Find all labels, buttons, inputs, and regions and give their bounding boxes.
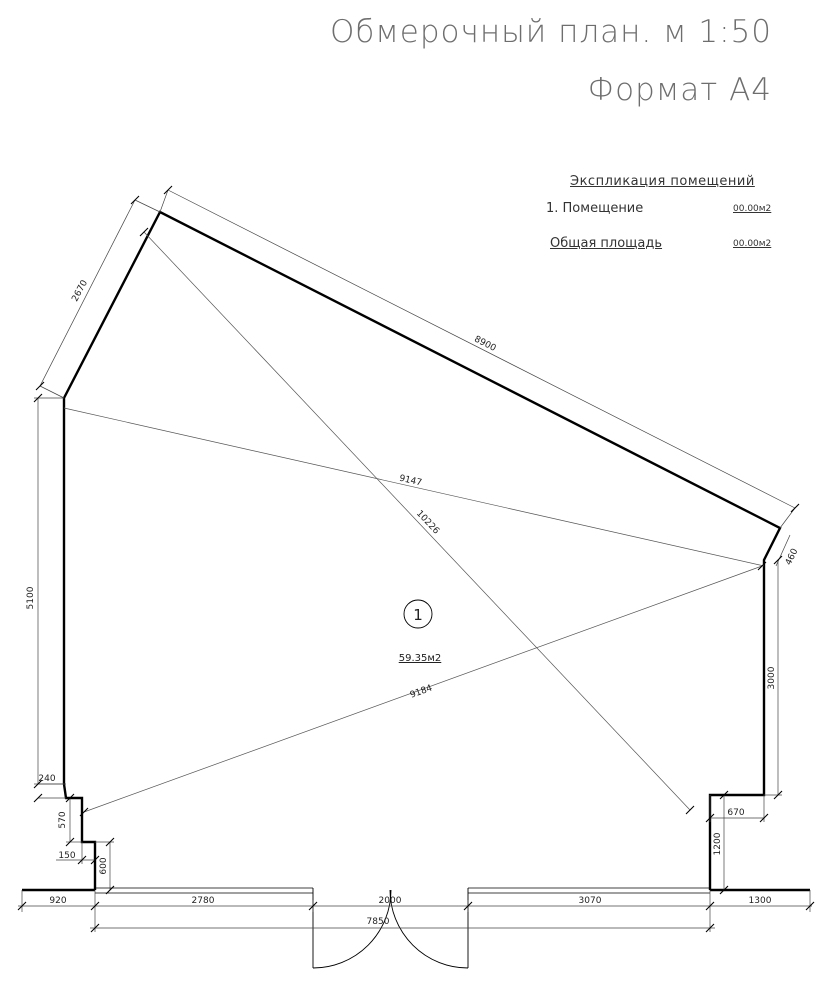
dim-wall-top-left: 2670 <box>70 278 90 303</box>
dim-bottom-total: 7850 <box>367 917 390 927</box>
dim-step-left-height-2: 600 <box>99 857 109 874</box>
dim-step-left-height-1: 570 <box>58 811 68 828</box>
dim-door-width: 2000 <box>379 896 402 906</box>
dim-bottom-seg-1: 2780 <box>192 896 215 906</box>
plan-title: Обмерочный план. м 1:50 <box>330 14 772 50</box>
dim-step-left-width-1: 240 <box>38 774 55 784</box>
dim-diag-3: 9184 <box>409 683 434 700</box>
dim-step-right-width: 670 <box>727 808 744 818</box>
dim-bottom-right-outside: 1300 <box>749 896 772 906</box>
room-outline <box>62 210 782 890</box>
room-number: 1 <box>413 606 423 624</box>
total-area-label: Общая площадь <box>550 236 663 251</box>
dim-wall-right: 3000 <box>767 666 777 689</box>
dim-wall-left: 5100 <box>26 586 36 609</box>
dimension-ticks <box>17 185 815 933</box>
dim-bottom-seg-2: 3070 <box>579 896 602 906</box>
total-area-value: 00.00м2 <box>733 239 772 249</box>
explication-heading: Экспликация помещений <box>570 174 755 189</box>
dim-step-right-height: 1200 <box>713 832 723 855</box>
dim-wall-right-slant: 460 <box>784 547 801 567</box>
diagonal-lines <box>63 231 765 813</box>
paper-format: Формат А4 <box>587 72 772 108</box>
dim-bottom-left-outside: 920 <box>49 896 66 906</box>
dim-step-left-width-2: 150 <box>58 851 75 861</box>
explication-row-area: 00.00м2 <box>733 204 772 214</box>
facade-line <box>95 887 710 894</box>
room-number-circle <box>403 599 433 629</box>
room-area: 59.35м2 <box>399 653 442 664</box>
explication-row-label: 1. Помещение <box>546 201 644 216</box>
dimension-lines <box>18 189 812 932</box>
dim-diag-1: 9147 <box>398 474 423 489</box>
